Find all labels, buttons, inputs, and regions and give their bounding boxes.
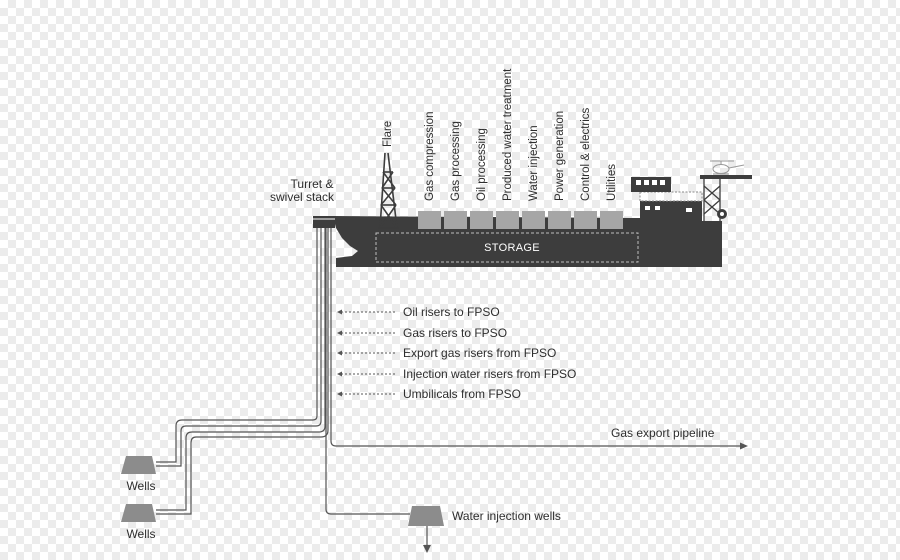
module-utilities xyxy=(600,211,623,229)
module-label-water-injection: Water injection xyxy=(528,125,540,201)
pipeline-arrow-icon xyxy=(740,442,748,450)
riser-label-umbilicals: Umbilicals from FPSO xyxy=(403,387,521,401)
module-label-utilities: Utilities xyxy=(606,164,618,201)
riser-label-oil: Oil risers to FPSO xyxy=(403,305,500,319)
pipeline-label: Gas export pipeline xyxy=(611,426,715,440)
module-gas-processing xyxy=(444,211,467,229)
wells-label-upper: Wells xyxy=(126,479,155,493)
wellhead-upper xyxy=(121,456,156,474)
turret-label-line2: swivel stack xyxy=(270,190,335,204)
turret-block xyxy=(313,216,335,228)
riser-leader-arrows xyxy=(337,309,342,397)
process-modules xyxy=(418,211,623,229)
accommodation-block xyxy=(631,177,703,221)
module-oil-processing xyxy=(470,211,493,229)
module-label-oil-processing: Oil processing xyxy=(476,128,488,201)
riser-label-export-gas: Export gas risers from FPSO xyxy=(403,346,556,360)
helideck xyxy=(700,175,752,221)
wells-label-lower: Wells xyxy=(126,527,155,541)
module-label-gas-processing: Gas processing xyxy=(450,121,462,201)
injection-arrow-icon xyxy=(423,545,431,553)
module-gas-compression xyxy=(418,211,441,229)
module-water-injection xyxy=(522,211,545,229)
storage-label: STORAGE xyxy=(484,242,540,254)
module-label-power-generation: Power generation xyxy=(554,111,566,201)
module-label-produced-water: Produced water treatment xyxy=(502,68,514,201)
turret-label-line1: Turret & xyxy=(291,177,334,191)
flare-label: Flare xyxy=(382,121,394,147)
riser-leaders xyxy=(341,311,396,395)
riser-label-gas: Gas risers to FPSO xyxy=(403,326,507,340)
helicopter-icon xyxy=(710,160,745,175)
module-label-control-electrics: Control & electrics xyxy=(580,107,592,201)
module-control-electrics xyxy=(574,211,597,229)
wellhead-lower xyxy=(121,504,156,522)
flare-tower xyxy=(378,152,399,229)
module-label-gas-compression: Gas compression xyxy=(424,112,436,201)
module-produced-water xyxy=(496,211,519,229)
module-power-generation xyxy=(548,211,571,229)
gas-export-pipeline xyxy=(330,228,744,447)
storage-tank xyxy=(375,232,639,263)
riser-label-injection-water: Injection water risers from FPSO xyxy=(403,367,576,381)
wellhead-water-injection xyxy=(408,506,444,526)
water-injection-label: Water injection wells xyxy=(452,509,561,523)
riser-bundle xyxy=(156,228,410,515)
